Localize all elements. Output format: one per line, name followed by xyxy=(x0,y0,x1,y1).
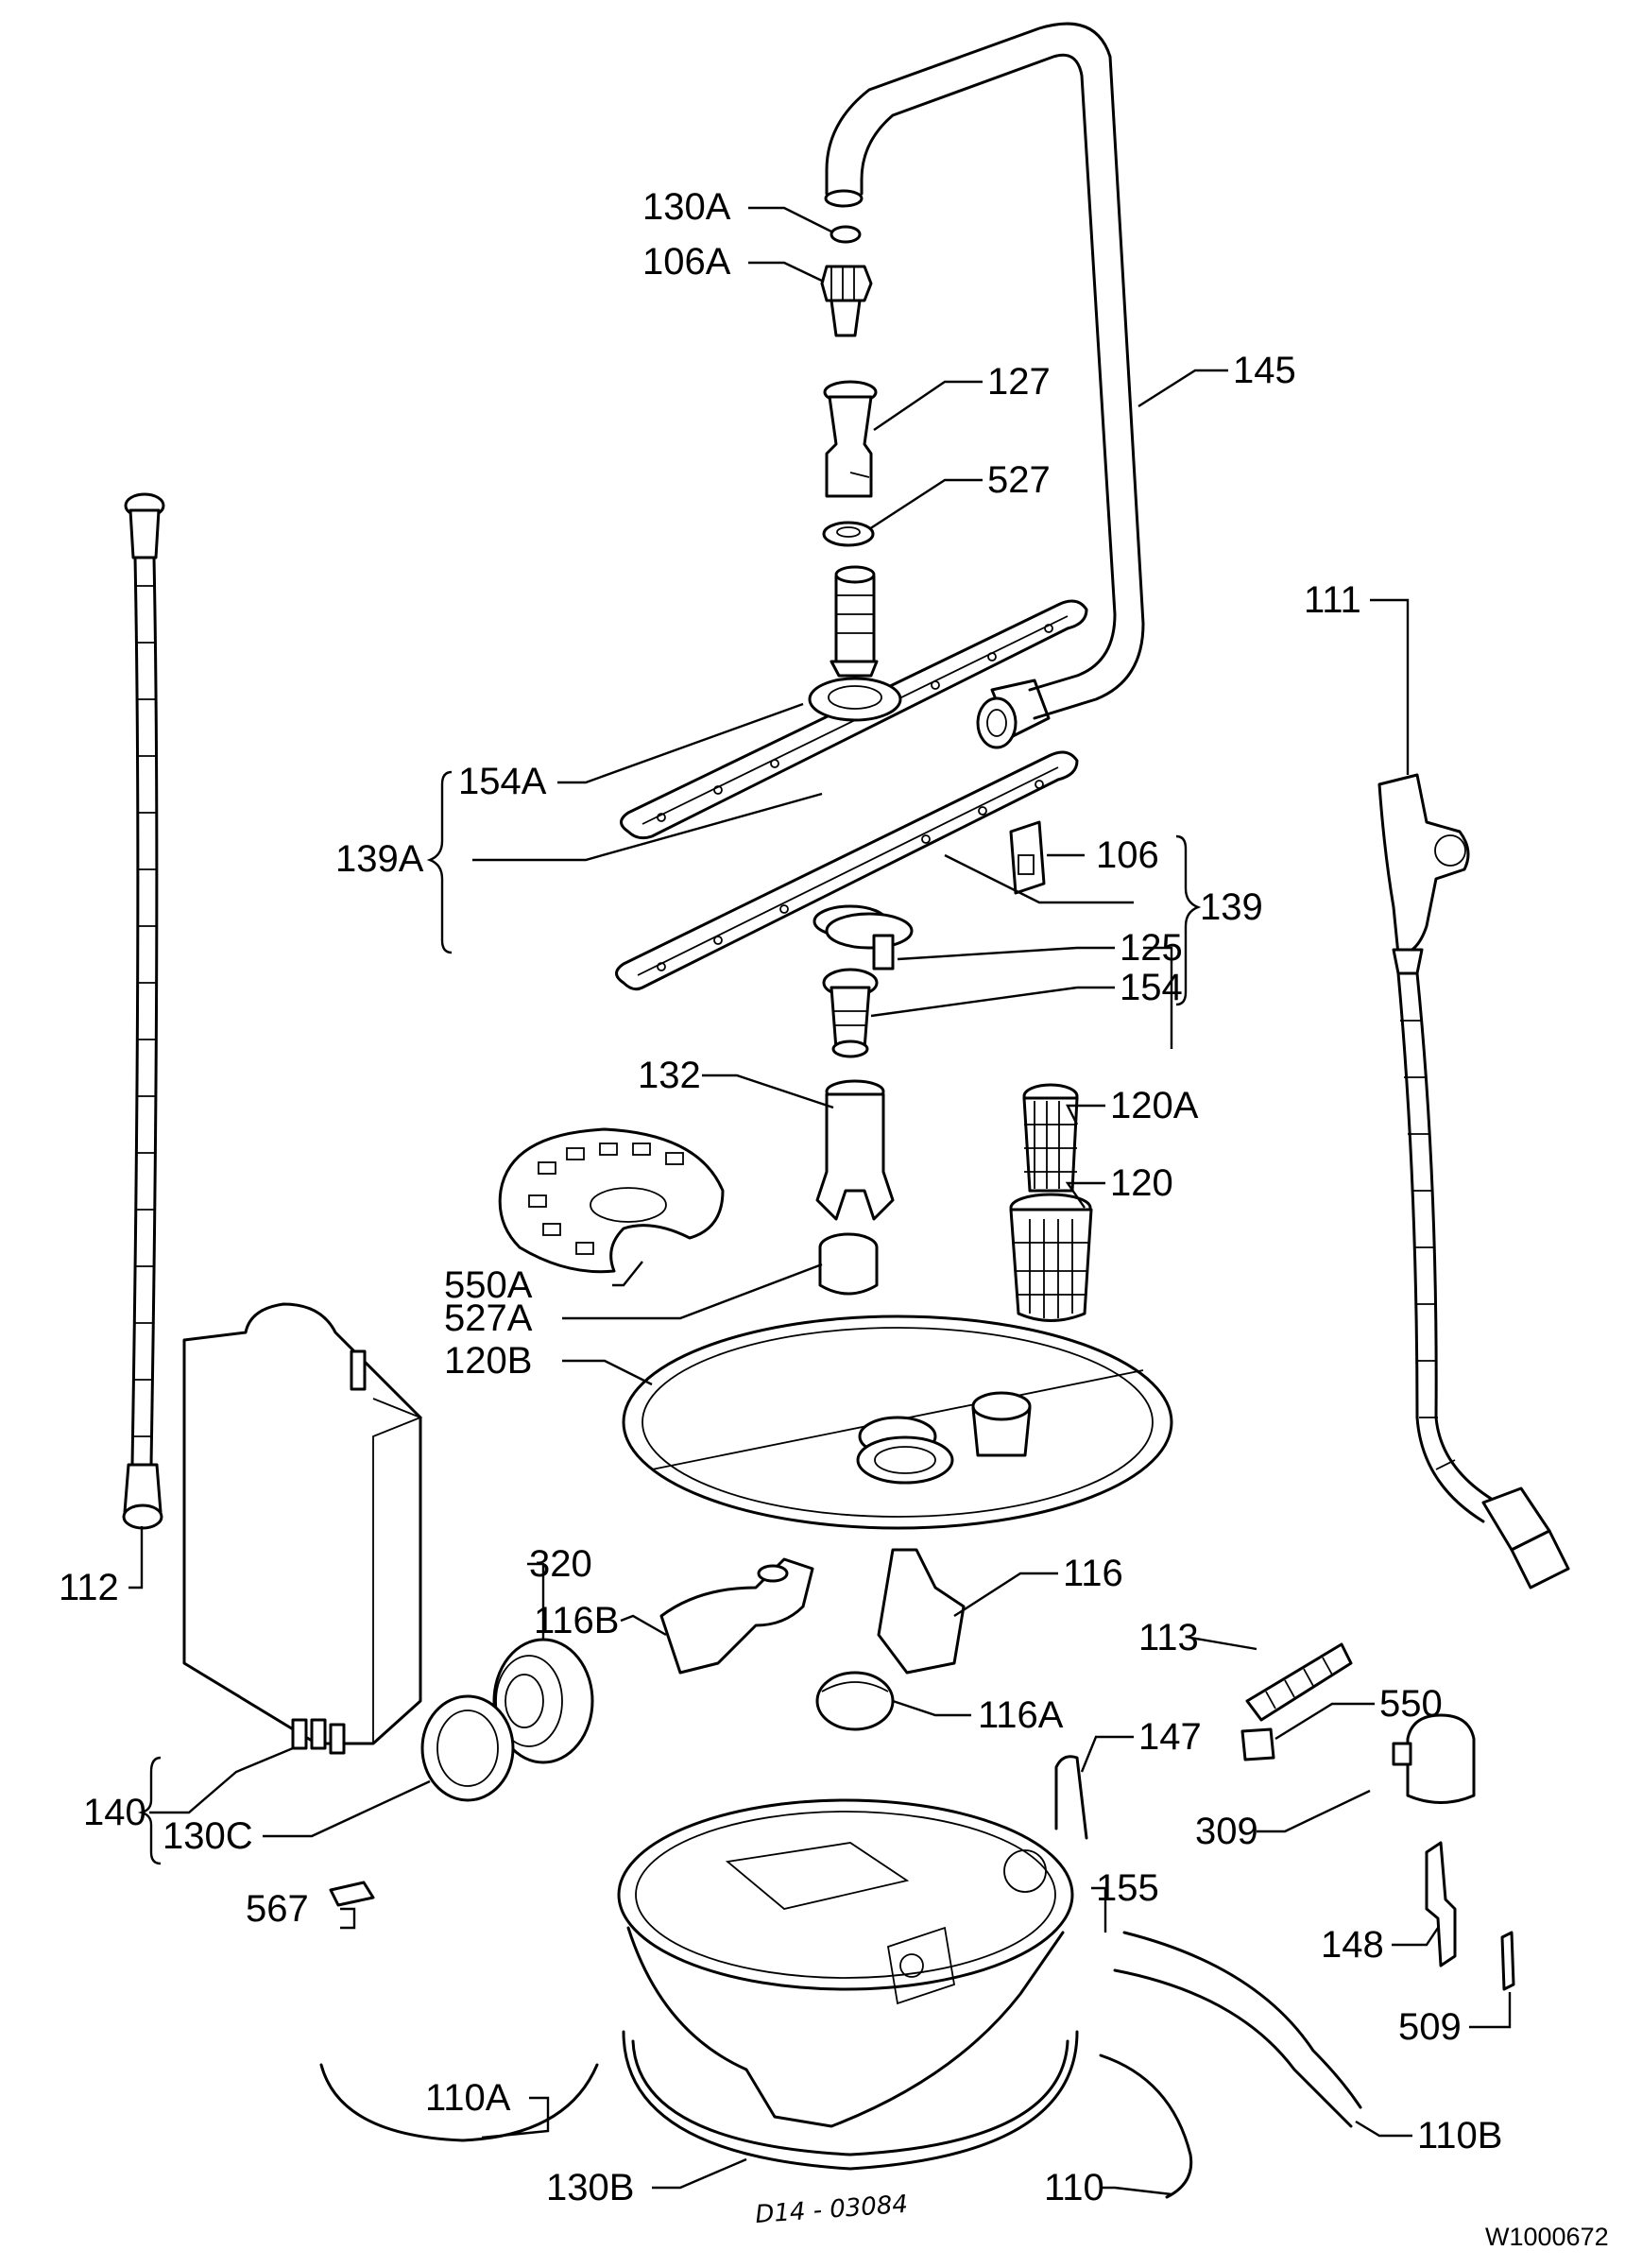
label-127: 127 xyxy=(987,361,1051,403)
ring-125-illustration xyxy=(825,912,914,971)
label-130b: 130B xyxy=(546,2167,634,2208)
part-labels: 130A 106A 127 145 527 111 154A 139A 106 … xyxy=(59,186,1609,2251)
label-155: 155 xyxy=(1096,1867,1159,1909)
hub-154-illustration xyxy=(822,968,879,1058)
bracket-147-illustration xyxy=(1054,1755,1088,1840)
clip-106-illustration xyxy=(1009,820,1046,895)
label-125: 125 xyxy=(1120,927,1183,969)
filter-120-illustration xyxy=(1009,1083,1093,1322)
label-139: 139 xyxy=(1200,886,1263,928)
label-120: 120 xyxy=(1110,1162,1173,1204)
label-116a: 116A xyxy=(978,1694,1064,1736)
label-139a: 139A xyxy=(335,838,424,880)
label-309: 309 xyxy=(1195,1811,1258,1852)
label-120a: 120A xyxy=(1110,1085,1199,1126)
label-110b: 110B xyxy=(1417,2115,1502,2156)
label-116: 116 xyxy=(1063,1553,1123,1594)
hose-111-illustration xyxy=(1377,773,1570,1589)
valve-116-illustration xyxy=(877,1548,966,1675)
sump-155-illustration xyxy=(617,1798,1074,2128)
nut-106a-illustration xyxy=(820,265,873,337)
label-116b: 116B xyxy=(534,1600,619,1641)
label-106a: 106A xyxy=(642,241,731,283)
label-113: 113 xyxy=(1138,1617,1199,1658)
label-154a: 154A xyxy=(458,761,547,802)
label-527a: 527A xyxy=(444,1297,533,1339)
label-550: 550 xyxy=(1379,1683,1443,1725)
clip-148-illustration xyxy=(1425,1841,1457,1967)
part-567-illustration xyxy=(329,1881,375,1907)
hose-110b-illustration xyxy=(1113,1931,1362,2128)
leader-lines xyxy=(128,206,1512,2196)
label-130c: 130C xyxy=(162,1815,253,1857)
block-550-illustration xyxy=(1240,1727,1275,1761)
hose-110-illustration xyxy=(1099,2053,1193,2199)
label-130a: 130A xyxy=(642,186,731,228)
oring-130a-illustration xyxy=(830,225,862,244)
label-145: 145 xyxy=(1233,350,1296,391)
label-527: 527 xyxy=(987,459,1051,501)
label-110a: 110A xyxy=(425,2077,511,2119)
reference-code: W1000672 xyxy=(1485,2223,1609,2251)
valve-116b-illustration xyxy=(659,1557,814,1675)
tube-132-illustration xyxy=(815,1079,895,1221)
spray-arm-154a-illustration xyxy=(620,565,1088,840)
cap-309-illustration xyxy=(1392,1713,1476,1804)
pipe-145-illustration xyxy=(824,22,1145,749)
label-112: 112 xyxy=(59,1567,119,1608)
label-140: 140 xyxy=(83,1792,146,1833)
container-140-illustration xyxy=(182,1302,423,1755)
hose-113-illustration xyxy=(1245,1642,1353,1722)
label-550a: 550A xyxy=(444,1264,533,1306)
bushing-527-illustration xyxy=(822,521,875,547)
grill-550a-illustration xyxy=(498,1127,725,1274)
label-567: 567 xyxy=(246,1888,309,1930)
ring-130c-illustration xyxy=(420,1694,515,1802)
label-509: 509 xyxy=(1398,2006,1462,2048)
valve-116a-illustration xyxy=(815,1671,895,1731)
label-320: 320 xyxy=(529,1543,592,1585)
label-111: 111 xyxy=(1304,579,1361,621)
plate-120b-illustration xyxy=(622,1314,1173,1530)
label-120b: 120B xyxy=(444,1340,532,1382)
gasket-130b-illustration xyxy=(622,2030,1079,2171)
label-110: 110 xyxy=(1044,2167,1104,2208)
connector-127-illustration xyxy=(823,380,878,498)
label-132: 132 xyxy=(638,1055,701,1096)
hose-112-illustration xyxy=(122,492,165,1530)
bushing-527a-illustration xyxy=(818,1232,879,1296)
handwritten-note: D14 - 03084 xyxy=(754,2191,908,2229)
pin-509-illustration xyxy=(1500,1931,1515,1991)
label-147: 147 xyxy=(1138,1716,1202,1758)
label-148: 148 xyxy=(1321,1924,1384,1966)
label-106: 106 xyxy=(1096,834,1159,876)
hose-110a-illustration xyxy=(319,2063,599,2142)
label-154: 154 xyxy=(1120,967,1183,1008)
